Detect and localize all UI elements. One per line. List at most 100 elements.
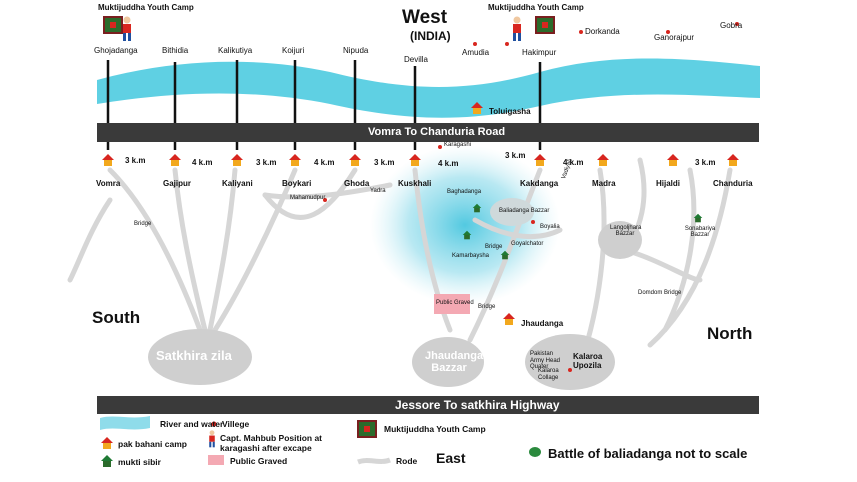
place-toluigasha: Toluigasha: [489, 107, 531, 116]
camp-kuskhali: Kuskhali: [398, 179, 432, 188]
mukti-sibir-icon-2: [462, 230, 472, 240]
village-dorkanda: Dorkanda: [585, 27, 620, 36]
place-bridge-3: Bridge: [478, 304, 496, 310]
village-bithidia: Bithidia: [162, 46, 189, 55]
hut-icon-jhaudanga: [503, 313, 515, 325]
mukti-sibir-icon-1: [472, 203, 482, 213]
person-icon-right: [513, 16, 521, 41]
place-baliadanga-bazzar: Baliadanga Bazzar: [499, 208, 550, 214]
youth-camp-icon-right: [535, 16, 555, 34]
camp-chanduria: Chanduria: [713, 179, 753, 188]
place-domdom-bridge: Domdom Bridge: [638, 290, 682, 296]
legend-public-graved: Public Graved: [230, 456, 288, 466]
mukti-sibir-icon-sonabariya: [693, 213, 703, 223]
public-graved-label: Public Graved: [436, 300, 474, 306]
legend-youth-camp-icon: [357, 420, 377, 438]
legend-rode: Rode: [396, 456, 418, 466]
hut-icon-vomra: [102, 154, 114, 166]
river-label: Sonay River: [420, 70, 478, 81]
hut-icon-boykari: [289, 154, 301, 166]
village-ganorajpur: Ganorajpur: [654, 33, 695, 42]
hut-icon-hijaldi: [667, 154, 679, 166]
person-icon-left: [123, 16, 131, 41]
place-jhaudanga: Jhaudanga: [521, 319, 564, 328]
vomra-chanduria-road: [97, 123, 759, 142]
village-devilla: Devilla: [404, 55, 429, 64]
hut-icon-gajipur: [169, 154, 181, 166]
hut-icon-kakdanga: [534, 154, 546, 166]
village-ghojadanga: Ghojadanga: [94, 46, 138, 55]
distance-2: 4 k.m: [192, 158, 213, 167]
camp-hijaldi: Hijaldi: [656, 179, 681, 188]
place-satkhira-zila: Satkhira zila: [156, 348, 232, 363]
hut-icon-madra: [597, 154, 609, 166]
place-kalaroa-college: Kalaroa Collage: [538, 368, 559, 381]
jhaudanga-bazzar-blob: [412, 337, 484, 387]
village-nipuda: Nipuda: [343, 46, 369, 55]
sonay-river: [97, 58, 760, 118]
youth-camp-left-label: Muktijuddha Youth Camp: [98, 3, 194, 12]
distance-4: 4 k.m: [314, 158, 335, 167]
place-sonabariya: Sonabariya Bazzar: [684, 226, 716, 238]
camp-kakdanga: Kakdanga: [520, 179, 559, 188]
legend-capt-icon: [209, 430, 215, 448]
place-pakistan-army: Pakistan Army Head Quater: [530, 351, 561, 371]
distance-3: 3 k.m: [256, 158, 277, 167]
legend-youth-camp: Muktijuddha Youth Camp: [384, 424, 486, 434]
place-bridge-1: Bridge: [134, 221, 152, 227]
distance-1: 3 k.m: [125, 156, 146, 165]
legend-grave-swatch: [208, 455, 224, 465]
distance-6: 4 k.m: [438, 159, 459, 168]
jessore-satkhira-highway: [97, 396, 759, 414]
place-bridge-2: Bridge: [485, 244, 503, 250]
legend-pak-camp: pak bahani camp: [118, 439, 187, 449]
legend-pak-camp-icon: [101, 437, 113, 449]
village-gobra: Gobra: [720, 21, 743, 30]
village-hakimpur: Hakimpur: [522, 48, 557, 57]
distance-5: 3 k.m: [374, 158, 395, 167]
place-mahamudpur: Mahamudpur: [290, 195, 326, 201]
legend-battle: Battle of baliadanga not to scale: [548, 446, 748, 461]
village-dots: [211, 22, 739, 427]
legend-mukti-sibir: mukti sibir: [118, 457, 161, 467]
legend-river-swatch: [100, 416, 150, 430]
legend-rode-swatch: [357, 457, 391, 465]
direction-north: North: [707, 324, 753, 343]
camp-kaliyani: Kaliyani: [222, 179, 253, 188]
mukti-sibir-icon-3: [500, 250, 510, 260]
distance-8: 4 k.m: [563, 158, 584, 167]
legend-battle-dot: [529, 447, 541, 457]
camp-boykari: Boykari: [282, 179, 312, 188]
place-kalaroa-upozila: Kalaroa Upozila: [573, 352, 603, 370]
battle-area-glow: [370, 145, 560, 305]
village-kalikutiya: Kalikutiya: [218, 46, 253, 55]
legend-capt-mahbub: Capt. Mahbub Position at karagashi after…: [220, 433, 322, 453]
langoljhara-blob: [598, 221, 642, 259]
baliadanga-blob: [490, 198, 534, 226]
country-india: (INDIA): [410, 29, 451, 43]
hut-icon-ghoda: [349, 154, 361, 166]
place-yadra: Yadra: [370, 188, 386, 194]
road-label-top: Vomra To Chanduria Road: [368, 126, 506, 138]
direction-west: West: [402, 7, 448, 28]
camp-madra: Madra: [592, 179, 616, 188]
legend-mukti-sibir-icon: [101, 455, 113, 467]
camp-ghoda: Ghoda: [344, 179, 370, 188]
distance-7: 3 k.m: [505, 151, 526, 160]
place-goyalchator: Goyalchator: [511, 241, 544, 247]
place-jhaudanga-bazzar: Jhaudanga Bazzar: [425, 350, 484, 375]
hut-icon-kaliyani: [231, 154, 243, 166]
road-label-highway: Jessore To satkhira Highway: [395, 398, 560, 412]
hut-icon-kuskhali: [409, 154, 421, 166]
legend-river: River and water: [160, 419, 224, 429]
youth-camp-right-label: Muktijuddha Youth Camp: [488, 3, 584, 12]
hut-icon-chanduria: [727, 154, 739, 166]
place-karagashi: Karagashi: [444, 142, 472, 148]
village-amudia: Amudia: [462, 48, 490, 57]
direction-south: South: [92, 308, 141, 327]
place-kamarbaysha: Kamarbaysha: [452, 253, 490, 259]
hut-icon-toluigasha: [471, 102, 483, 114]
place-boyalia: Boyalia: [540, 224, 560, 230]
camp-vomra: Vomra: [96, 179, 121, 188]
